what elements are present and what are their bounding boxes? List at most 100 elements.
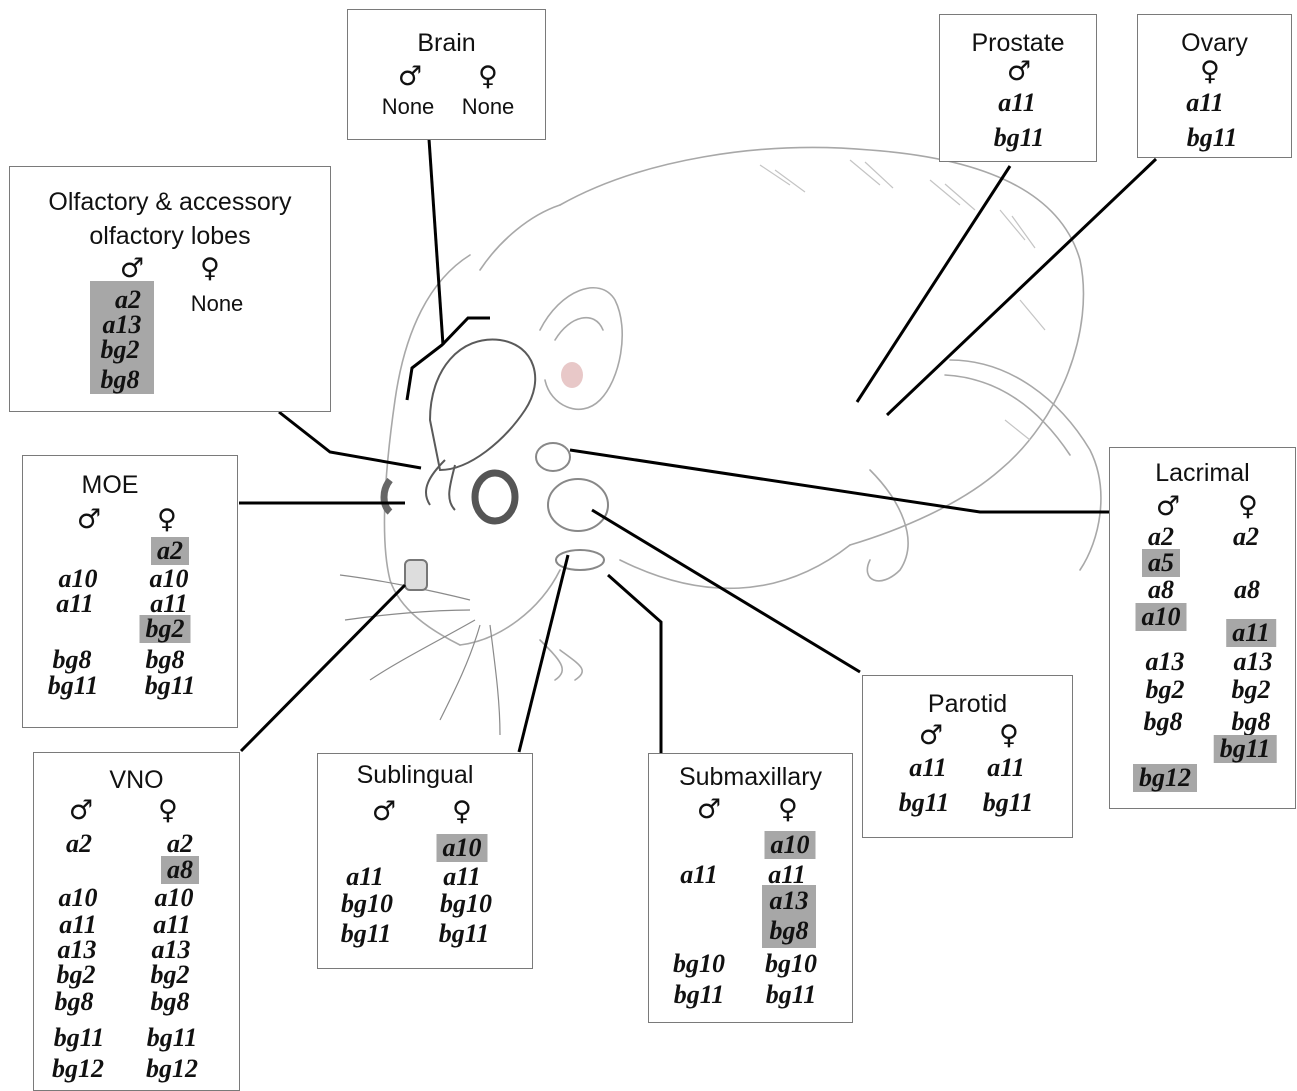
male-symbol: ♂ <box>1155 491 1181 522</box>
neck-outline <box>479 204 561 271</box>
tail-inner-outline <box>944 374 1071 456</box>
brain-leader <box>427 138 445 346</box>
gene-label: bg11 <box>673 980 725 1009</box>
gene-label-highlighted: a10 <box>1135 603 1187 631</box>
gene-label: bg11 <box>146 1023 198 1052</box>
parotid-title: Parotid <box>927 690 1008 718</box>
gene-label: bg10 <box>440 889 492 918</box>
ovary-box: Ovary ♀ a11 bg11 <box>1137 14 1292 158</box>
ovary-title: Ovary <box>1181 29 1248 57</box>
female-symbol: ♀ <box>999 720 1019 751</box>
gene-label: a11 <box>59 910 97 939</box>
gene-label: bg8 <box>1231 707 1271 736</box>
gene-label: bg8 <box>1143 707 1183 736</box>
gene-label: bg11 <box>53 1023 105 1052</box>
gene-label: a13 <box>57 935 97 964</box>
brain-organ <box>428 338 537 472</box>
vno-leader <box>239 583 407 753</box>
female-symbol: ♀ <box>452 796 472 827</box>
gene-label: a2 <box>167 829 193 858</box>
sublingual-title: Sublingual <box>356 761 474 789</box>
gene-label: bg11 <box>144 671 196 700</box>
gene-label-highlighted: a10 <box>764 831 816 859</box>
ear-spot <box>561 362 583 388</box>
sublingual-box: Sublingual ♂ ♀ a11 bg10 bg11 a10 a11 bg1… <box>317 753 533 969</box>
gene-label: bg8 <box>150 987 190 1016</box>
lacrimal-gland <box>535 442 571 472</box>
gene-label: a11 <box>909 753 947 782</box>
gene-label: a11 <box>1186 88 1224 117</box>
gene-label: bg10 <box>765 949 817 978</box>
brain-male-value: None <box>381 94 435 119</box>
gene-label: bg11 <box>1186 123 1238 152</box>
parotid-gland <box>547 478 609 532</box>
lacrimal-box: Lacrimal ♂ ♀ a2 a5 a8 a10 a13 bg2 bg8 bg… <box>1109 447 1296 809</box>
gene-label: a13 <box>769 886 809 915</box>
parotid-box: Parotid ♂ ♀ a11 bg11 a11 bg11 <box>862 675 1073 838</box>
gene-label: bg11 <box>982 788 1034 817</box>
male-symbol: ♂ <box>76 504 102 535</box>
gene-label: a11 <box>680 860 718 889</box>
gene-label: bg11 <box>438 919 490 948</box>
gene-label: bg10 <box>341 889 393 918</box>
male-symbol: ♂ <box>1006 56 1032 87</box>
lacrimal-title: Lacrimal <box>1155 459 1250 487</box>
moe-mark <box>380 477 393 515</box>
female-symbol: ♀ <box>778 794 798 825</box>
female-symbol: ♀ <box>157 504 177 535</box>
gene-label: bg8 <box>769 916 809 945</box>
female-symbol: ♀ <box>200 253 220 284</box>
gene-label: a11 <box>987 753 1025 782</box>
gene-label: bg2 <box>100 335 140 364</box>
gene-label: bg10 <box>673 949 725 978</box>
male-symbol: ♂ <box>371 796 397 827</box>
olfactory-leader <box>278 410 422 470</box>
gene-label: bg8 <box>54 987 94 1016</box>
gene-label: bg8 <box>145 645 185 674</box>
gene-label: a11 <box>56 589 94 618</box>
male-symbol: ♂ <box>119 253 145 284</box>
gene-label: a11 <box>153 910 191 939</box>
ear-inner-outline <box>554 316 604 341</box>
vno-organ <box>404 559 428 591</box>
ovary-leader <box>885 157 1158 417</box>
brain-bracket <box>405 316 490 401</box>
gene-label-highlighted: a2 <box>151 537 189 565</box>
moe-title: MOE <box>81 471 139 499</box>
eye <box>471 469 519 525</box>
gene-label-highlighted: bg12 <box>1133 764 1197 792</box>
male-symbol: ♂ <box>68 795 94 826</box>
gene-label: a10 <box>154 883 194 912</box>
gene-label: a2 <box>1148 522 1174 551</box>
hind-leg <box>866 469 909 582</box>
gene-label: bg11 <box>47 671 99 700</box>
gene-label: a10 <box>58 883 98 912</box>
vno-box: VNO ♂ ♀ a2 a10 a11 a13 bg2 bg8 bg11 bg12… <box>33 752 240 1091</box>
submaxillary-title: Submaxillary <box>678 763 823 791</box>
prostate-box: Prostate ♂ a11 bg11 <box>939 14 1097 162</box>
male-symbol: ♂ <box>397 61 423 92</box>
moe-box: MOE ♂ ♀ a10 a11 bg8 bg11 a2 a10 a11 bg2 … <box>22 455 238 728</box>
gene-label: bg8 <box>52 645 92 674</box>
gene-label: a11 <box>443 862 481 891</box>
gene-label: a2 <box>115 285 141 314</box>
tail-outline <box>949 359 1102 571</box>
gene-label: bg2 <box>1231 675 1271 704</box>
prostate-title: Prostate <box>971 29 1065 57</box>
gene-label: bg2 <box>150 960 190 989</box>
sublingual-leader <box>517 554 570 753</box>
brain-box: Brain ♂ ♀ None None <box>347 9 546 140</box>
vno-title: VNO <box>109 766 164 794</box>
belly-outline <box>619 544 851 590</box>
gene-label: bg11 <box>993 123 1045 152</box>
gene-label: a2 <box>1233 522 1259 551</box>
submaxillary-highlight <box>762 885 816 948</box>
olfactory-bulb <box>425 459 456 511</box>
gene-label: a11 <box>768 860 806 889</box>
brain-female-value: None <box>461 94 515 119</box>
gene-label: a11 <box>150 589 188 618</box>
gene-label: bg11 <box>340 919 392 948</box>
